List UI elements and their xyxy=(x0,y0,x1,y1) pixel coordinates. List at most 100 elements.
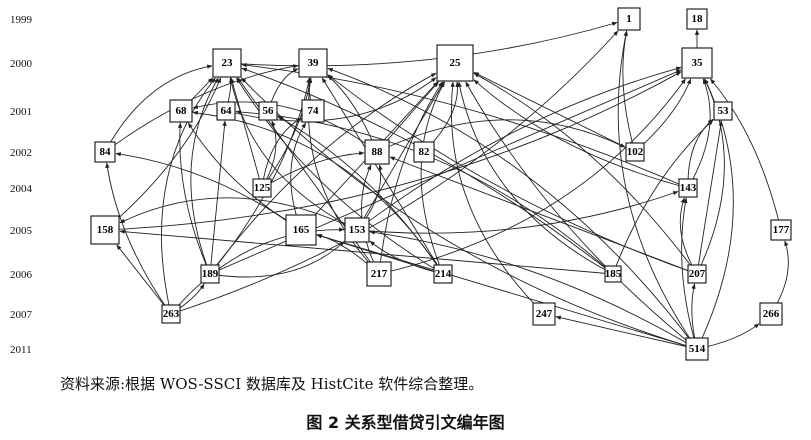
paper-node-box xyxy=(433,264,453,284)
citation-edges xyxy=(104,21,789,350)
paper-node: 88 xyxy=(364,139,390,165)
citation-edge xyxy=(681,197,698,350)
year-label: 2000 xyxy=(10,58,33,70)
citation-edge xyxy=(115,152,302,231)
paper-node-box xyxy=(617,7,641,31)
citation-edge xyxy=(473,71,636,153)
citation-edge xyxy=(241,77,698,350)
year-label: 2004 xyxy=(10,183,33,195)
paper-node-label: 266 xyxy=(763,308,780,320)
citation-edge xyxy=(687,78,711,189)
paper-node-label: 23 xyxy=(222,57,234,69)
paper-node: 56 xyxy=(258,101,278,121)
paper-node-label: 247 xyxy=(536,308,553,320)
paper-node-box xyxy=(301,99,325,123)
citation-edge xyxy=(378,81,443,275)
citation-edge xyxy=(356,191,679,234)
citation-edge xyxy=(450,81,545,315)
citation-edge xyxy=(119,229,614,275)
paper-node-label: 143 xyxy=(680,182,697,194)
paper-node-box xyxy=(686,8,708,30)
paper-node: 102 xyxy=(625,142,645,162)
paper-node-box xyxy=(687,264,707,284)
citation-edge xyxy=(261,151,365,189)
paper-node: 84 xyxy=(94,141,116,163)
paper-node-box xyxy=(759,302,783,326)
year-label: 2005 xyxy=(10,225,33,237)
citation-edge xyxy=(634,78,692,153)
citation-edge xyxy=(696,78,725,275)
paper-node-label: 82 xyxy=(419,146,431,158)
paper-node: 165 xyxy=(285,214,317,246)
paper-node-label: 263 xyxy=(163,308,180,320)
paper-node-box xyxy=(604,265,622,283)
citation-edge xyxy=(389,156,698,275)
paper-node: 217 xyxy=(366,261,392,287)
paper-node-label: 207 xyxy=(689,268,706,280)
paper-node-label: 35 xyxy=(692,57,704,69)
paper-node: 82 xyxy=(413,141,435,163)
paper-node: 1 xyxy=(617,7,641,31)
paper-node: 53 xyxy=(713,101,733,121)
citation-edge xyxy=(104,64,299,153)
citation-edge xyxy=(327,67,698,350)
citation-edge xyxy=(209,241,345,278)
year-label: 2007 xyxy=(10,309,33,321)
citation-edge xyxy=(235,109,614,275)
citation-edge xyxy=(261,77,313,189)
paper-node: 214 xyxy=(433,264,453,284)
paper-node: 153 xyxy=(344,217,370,243)
paper-node: 25 xyxy=(436,44,474,82)
paper-node: 158 xyxy=(90,215,120,245)
citation-edge xyxy=(710,78,782,231)
paper-node-label: 84 xyxy=(100,146,112,158)
paper-node-box xyxy=(200,264,220,284)
paper-node-box xyxy=(413,141,435,163)
paper-node: 18 xyxy=(686,8,708,30)
citation-edge xyxy=(104,77,222,231)
paper-node: 23 xyxy=(212,48,242,78)
paper-node: 125 xyxy=(252,178,272,198)
citation-edge xyxy=(612,119,714,275)
citation-edge xyxy=(209,72,437,275)
citation-edge xyxy=(104,71,682,231)
citation-edge xyxy=(290,122,307,231)
paper-node-box xyxy=(364,139,390,165)
citation-edge xyxy=(465,81,698,350)
paper-node-box xyxy=(298,48,328,78)
citation-edge xyxy=(230,77,263,189)
citation-edge xyxy=(376,119,626,153)
paper-node-box xyxy=(258,101,278,121)
citation-edge xyxy=(321,77,444,275)
paper-node-label: 153 xyxy=(349,224,366,236)
paper-node-box xyxy=(713,101,733,121)
citation-edge xyxy=(161,77,216,315)
citation-edge xyxy=(209,120,227,275)
paper-node-label: 88 xyxy=(372,146,384,158)
year-label: 2002 xyxy=(10,147,32,159)
paper-node-box xyxy=(94,141,116,163)
paper-node-box xyxy=(344,217,370,243)
citation-edge xyxy=(622,30,636,153)
citation-edge xyxy=(236,77,444,275)
citation-edge xyxy=(177,122,211,275)
citation-edge xyxy=(226,21,618,67)
citation-edge xyxy=(617,30,698,350)
source-note: 资料来源:根据 WOS-SSCI 数据库及 HistCite 软件综合整理。 xyxy=(60,375,484,393)
paper-node-box xyxy=(212,48,242,78)
citation-edge xyxy=(170,30,619,315)
paper-node-box xyxy=(681,47,713,79)
paper-node: 266 xyxy=(759,302,783,326)
citation-edge xyxy=(261,117,302,189)
citation-edge xyxy=(473,72,698,275)
citation-edge xyxy=(696,120,723,275)
citation-edge xyxy=(104,64,213,153)
paper-node: 189 xyxy=(200,264,220,284)
paper-node-label: 39 xyxy=(308,57,320,69)
citation-edge xyxy=(555,315,698,350)
citation-edge xyxy=(316,234,698,350)
paper-node: 185 xyxy=(604,265,622,283)
paper-node-label: 185 xyxy=(605,268,622,280)
